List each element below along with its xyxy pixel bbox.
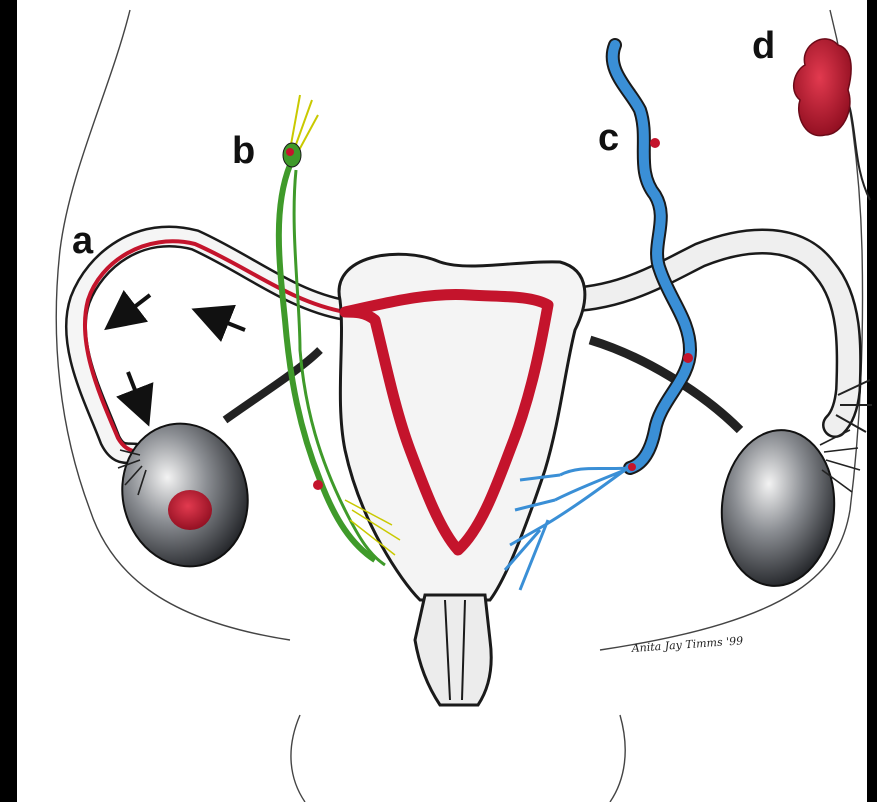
lesion-c2 [683,353,693,363]
label-a: a [72,220,94,262]
distant-lesion [794,39,870,200]
lesion-c1 [650,138,660,148]
left-ovary [106,350,320,581]
label-c: c [598,117,619,159]
uterus [339,254,585,705]
label-d: d [752,25,775,67]
left-fallopian-tube [76,236,345,455]
arrow-icon [120,295,245,408]
retrograde-flow-path [85,241,345,455]
artist-signature: Anita Jay Timms '99 [630,634,743,655]
arrow-icon [210,316,245,330]
arrow-icon [128,372,142,408]
lesion-c3 [628,463,636,471]
lesion-b2 [313,480,323,490]
arrow-icon [120,295,150,318]
lesion-b1 [286,148,294,156]
ovarian-endometrioma [168,490,212,530]
cervix [415,595,491,705]
label-b: b [232,130,255,172]
